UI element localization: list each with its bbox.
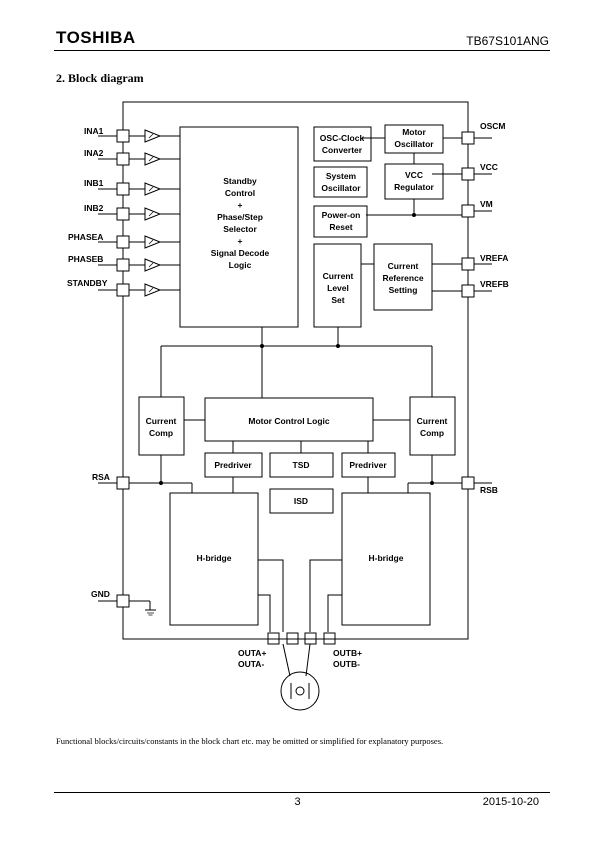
block-label: Logic <box>229 260 252 270</box>
system-osc-block <box>313 166 368 198</box>
pin-label: VREFA <box>480 253 508 263</box>
block-label: Signal Decode <box>211 248 270 258</box>
block-label: Motor <box>402 127 426 137</box>
footnote: Functional blocks/circuits/constants in … <box>56 736 444 746</box>
block-label: + <box>238 200 243 210</box>
block-label: Regulator <box>394 182 434 192</box>
block-label: Set <box>331 295 344 305</box>
current-comp-left-block <box>138 396 185 456</box>
pin-label: RSB <box>480 485 498 495</box>
block-label: Level <box>327 283 349 293</box>
block-label: H-bridge <box>369 553 404 563</box>
pin-label: STANDBY <box>67 278 108 288</box>
block-label: Reset <box>329 222 352 232</box>
block-label: H-bridge <box>197 553 232 563</box>
por-block <box>313 205 368 238</box>
block-label: Standby <box>223 176 257 186</box>
page-number: 3 <box>294 796 301 808</box>
left-pins <box>116 129 130 608</box>
block-label: Current <box>417 416 448 426</box>
pin-label: INB2 <box>84 203 104 213</box>
pin-label: INA1 <box>84 126 104 136</box>
block-label: Reference <box>382 273 423 283</box>
footer-rule <box>54 792 550 793</box>
current-comp-right-block <box>409 396 456 456</box>
block-label: Comp <box>420 428 444 438</box>
pin-label: PHASEA <box>68 232 103 242</box>
junctions <box>159 213 434 485</box>
isd-block <box>269 488 334 514</box>
input-wires <box>98 135 180 602</box>
block-label: System <box>326 171 357 181</box>
block-label: Motor Control Logic <box>248 416 329 426</box>
vcc-reg-block <box>384 163 444 200</box>
standby-control-block <box>179 126 299 328</box>
footer-date: 2015-10-20 <box>482 796 539 808</box>
block-label: Oscillator <box>394 139 434 149</box>
right-pins <box>461 131 475 490</box>
output-label: OUTA- <box>238 659 264 669</box>
block-label: TSD <box>293 460 310 470</box>
hbridge-left-block <box>169 492 259 626</box>
output-label: OUTB+ <box>333 648 362 658</box>
block-label: + <box>238 236 243 246</box>
block-label: Current <box>388 261 419 271</box>
motor-osc-block <box>384 124 444 154</box>
pin-label: INB1 <box>84 178 104 188</box>
header-rule <box>54 50 550 51</box>
pin-label: VCC <box>480 162 498 172</box>
block-label: Phase/Step <box>217 212 263 222</box>
block-label: Predriver <box>349 460 387 470</box>
hbridge-right-block <box>341 492 431 626</box>
pin-label: INA2 <box>84 148 104 158</box>
output-label: OUTA+ <box>238 648 266 658</box>
pin-label: VREFB <box>480 279 509 289</box>
input-buffers <box>144 129 162 297</box>
output-label: OUTB- <box>333 659 360 669</box>
block-label: Current <box>323 271 354 281</box>
block-label: Power-on <box>322 210 361 220</box>
block-label: Current <box>146 416 177 426</box>
part-number: TB67S101ANG <box>466 34 549 48</box>
toshiba-logo: TOSHIBA <box>56 28 136 47</box>
pin-label: OSCM <box>480 121 506 131</box>
block-label: Comp <box>149 428 173 438</box>
block-label: Control <box>225 188 255 198</box>
pin-label: RSA <box>92 472 110 482</box>
osc-clock-block <box>313 126 372 162</box>
pin-label: VM <box>480 199 493 209</box>
block-label: Converter <box>322 145 363 155</box>
block-label: Predriver <box>214 460 252 470</box>
section-title: 2. Block diagram <box>56 71 144 85</box>
pin-label: GND <box>91 589 110 599</box>
chip-outline <box>122 101 469 640</box>
block-label: ISD <box>294 496 308 506</box>
pin-label: PHASEB <box>68 254 103 264</box>
block-label: OSC-Clock <box>320 133 365 143</box>
motor-symbol <box>280 671 320 711</box>
block-label: Selector <box>223 224 257 234</box>
current-ref-block <box>373 243 433 311</box>
block-label: Setting <box>389 285 418 295</box>
block-label: VCC <box>405 170 423 180</box>
block-label: Oscillator <box>321 183 361 193</box>
